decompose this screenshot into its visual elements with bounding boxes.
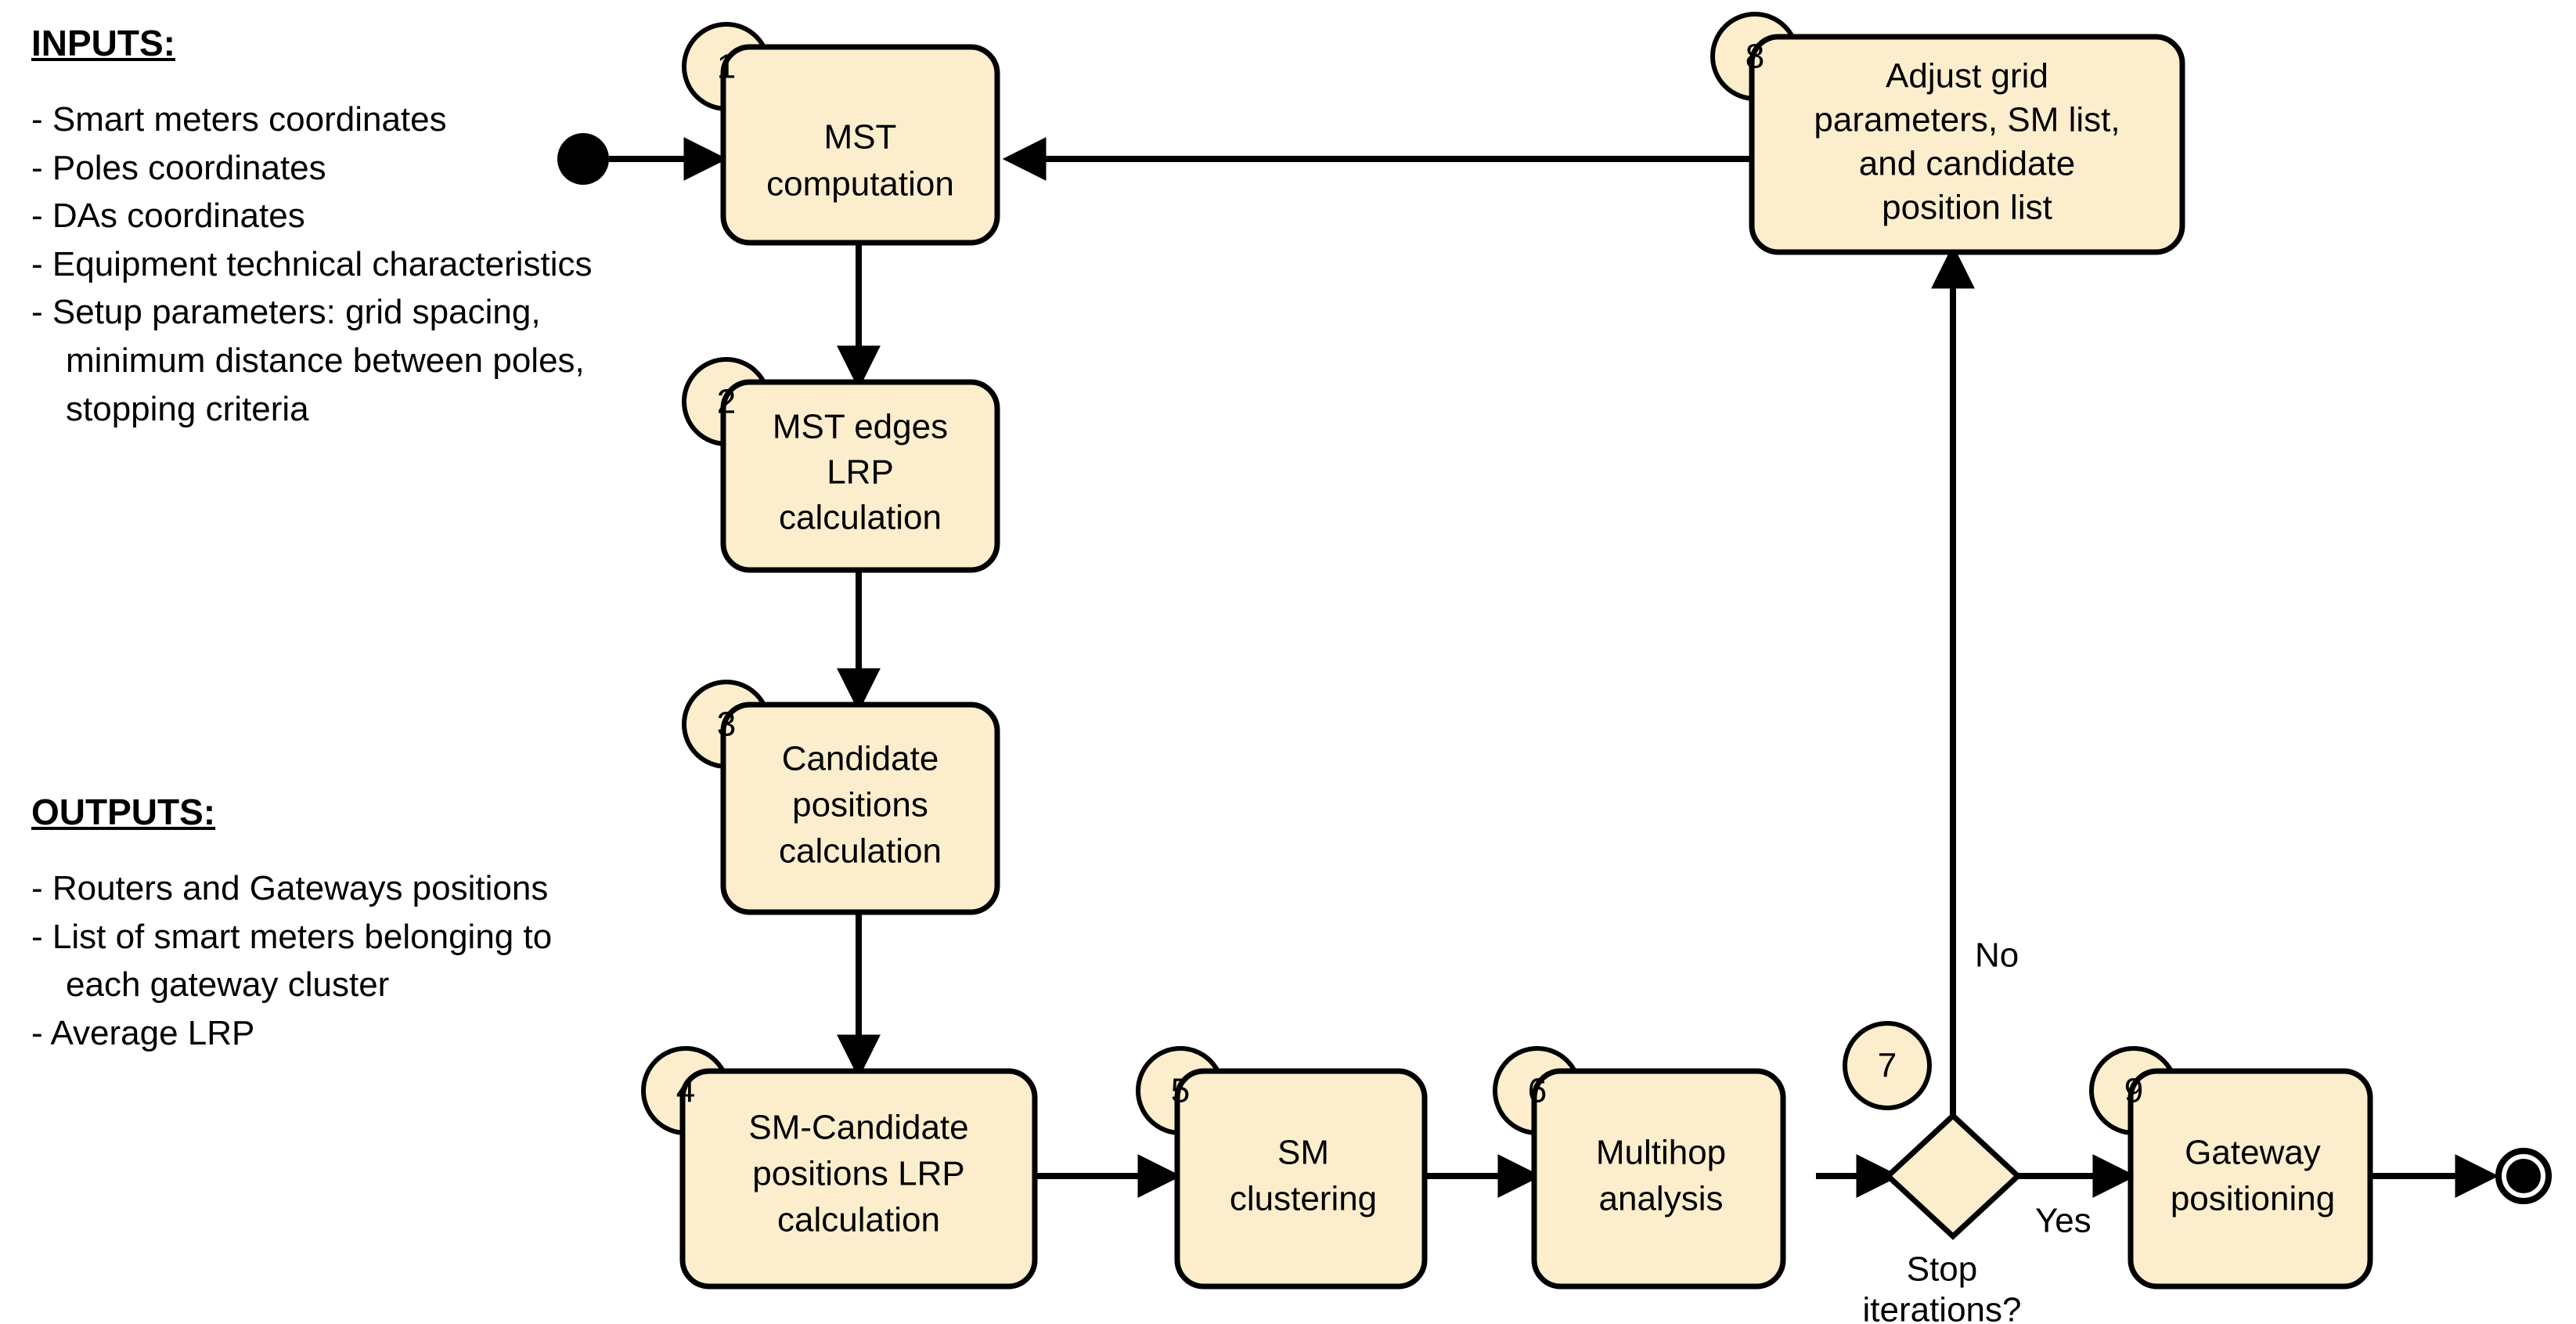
node-5-label-line: SM	[1277, 1134, 1329, 1172]
node-7-badge-label: 7	[1878, 1047, 1897, 1085]
node-9-label-line: Gateway	[2185, 1134, 2321, 1172]
node-6-badge-label: 6	[1528, 1072, 1547, 1110]
node-8-label-line: parameters, SM list,	[1814, 101, 2120, 139]
node-8-label-line: Adjust grid	[1886, 57, 2048, 96]
node-3-box	[720, 702, 1000, 915]
node-1-label-line: MST	[824, 118, 897, 157]
node-7-caption-line: Stop	[1907, 1250, 1978, 1289]
inputs-title: INPUTS:	[31, 23, 175, 63]
node-2-label-line: MST edges	[773, 408, 948, 446]
outputs-list-item: - Routers and Gateways positions	[31, 869, 549, 907]
node-1-box	[720, 44, 1000, 246]
start-node	[557, 133, 609, 185]
node-2-badge-label: 2	[717, 383, 736, 421]
outputs-panel: OUTPUTS: - Routers and Gateways position…	[31, 791, 595, 1057]
node-8-adjust-grid-parameters[interactable]: 8 Adjust grid parameters, SM list, and c…	[1710, 12, 2185, 255]
node-2-box	[720, 379, 1000, 573]
node-2-label-line: LRP	[827, 453, 894, 492]
node-8-box	[1749, 34, 2185, 255]
node-4-label-line: positions LRP	[752, 1155, 964, 1193]
node-4-box	[679, 1068, 1038, 1290]
inputs-list: - Smart meters coordinates - Poles coord…	[31, 96, 595, 433]
node-5-box	[1174, 1068, 1428, 1290]
inputs-list-item: - Smart meters coordinates	[31, 100, 447, 139]
node-5-badge-label: 5	[1171, 1072, 1190, 1110]
inputs-panel: INPUTS: - Smart meters coordinates - Pol…	[31, 22, 595, 433]
node-6-box	[1531, 1068, 1786, 1290]
node-7-stop-iterations-decision[interactable]: 7 Stop iterations?	[1843, 1021, 2023, 1324]
node-6-label-line: Multihop	[1596, 1134, 1726, 1172]
inputs-list-item: - Equipment technical characteristics	[31, 244, 593, 283]
inputs-list-item: - Setup parameters: grid spacing, minimu…	[31, 293, 585, 428]
node-9-box	[2127, 1068, 2373, 1290]
node-8-label-line: and candidate	[1859, 145, 2075, 183]
outputs-list-item: - List of smart meters belonging to each…	[31, 917, 553, 1005]
node-1-badge-label: 1	[717, 48, 736, 86]
node-3-label-line: positions	[792, 786, 928, 824]
inputs-list-item: - DAs coordinates	[31, 197, 305, 236]
outputs-list: - Routers and Gateways positions - List …	[31, 864, 595, 1057]
node-4-label-line: calculation	[777, 1201, 940, 1239]
node-9-badge-label: 9	[2124, 1072, 2143, 1110]
node-1-mst-computation[interactable]: 1 MST computation	[682, 22, 1000, 246]
node-8-badge-label: 8	[1746, 38, 1764, 76]
node-3-badge-label: 3	[717, 705, 736, 744]
edge-label-no: No	[1975, 936, 2019, 975]
node-9-label-line: positioning	[2171, 1180, 2335, 1218]
node-9-gateway-positioning[interactable]: 9 Gateway positioning	[2089, 1046, 2373, 1290]
node-7-badge-circle	[1843, 1021, 1932, 1110]
node-7-diamond	[1883, 1112, 2023, 1240]
node-5-label-line: clustering	[1230, 1180, 1377, 1218]
node-3-candidate-positions-calculation[interactable]: 3 Candidate positions calculation	[682, 680, 1000, 915]
node-8-label-line: position list	[1882, 189, 2052, 227]
node-7-caption-line: iterations?	[1862, 1291, 2021, 1324]
node-1-label-line: computation	[766, 165, 954, 204]
node-6-label-line: analysis	[1599, 1180, 1724, 1218]
outputs-title: OUTPUTS:	[31, 792, 216, 832]
inputs-list-item: - Poles coordinates	[31, 148, 326, 187]
node-6-multihop-analysis[interactable]: 6 Multihop analysis	[1493, 1046, 1786, 1290]
node-5-sm-clustering[interactable]: 5 SM clustering	[1136, 1046, 1428, 1290]
end-node	[2495, 1148, 2552, 1204]
edge-label-yes: Yes	[2035, 1202, 2091, 1240]
outputs-list-item: - Average LRP	[31, 1013, 255, 1052]
node-2-mst-edges-lrp-calculation[interactable]: 2 MST edges LRP calculation	[682, 357, 1000, 573]
node-4-badge-label: 4	[676, 1072, 695, 1110]
node-3-label-line: calculation	[779, 832, 942, 871]
node-4-label-line: SM-Candidate	[748, 1109, 968, 1147]
node-2-label-line: calculation	[779, 499, 942, 537]
node-3-label-line: Candidate	[782, 740, 939, 778]
node-4-sm-candidate-positions-lrp-calculation[interactable]: 4 SM-Candidate positions LRP calculation	[641, 1046, 1038, 1290]
